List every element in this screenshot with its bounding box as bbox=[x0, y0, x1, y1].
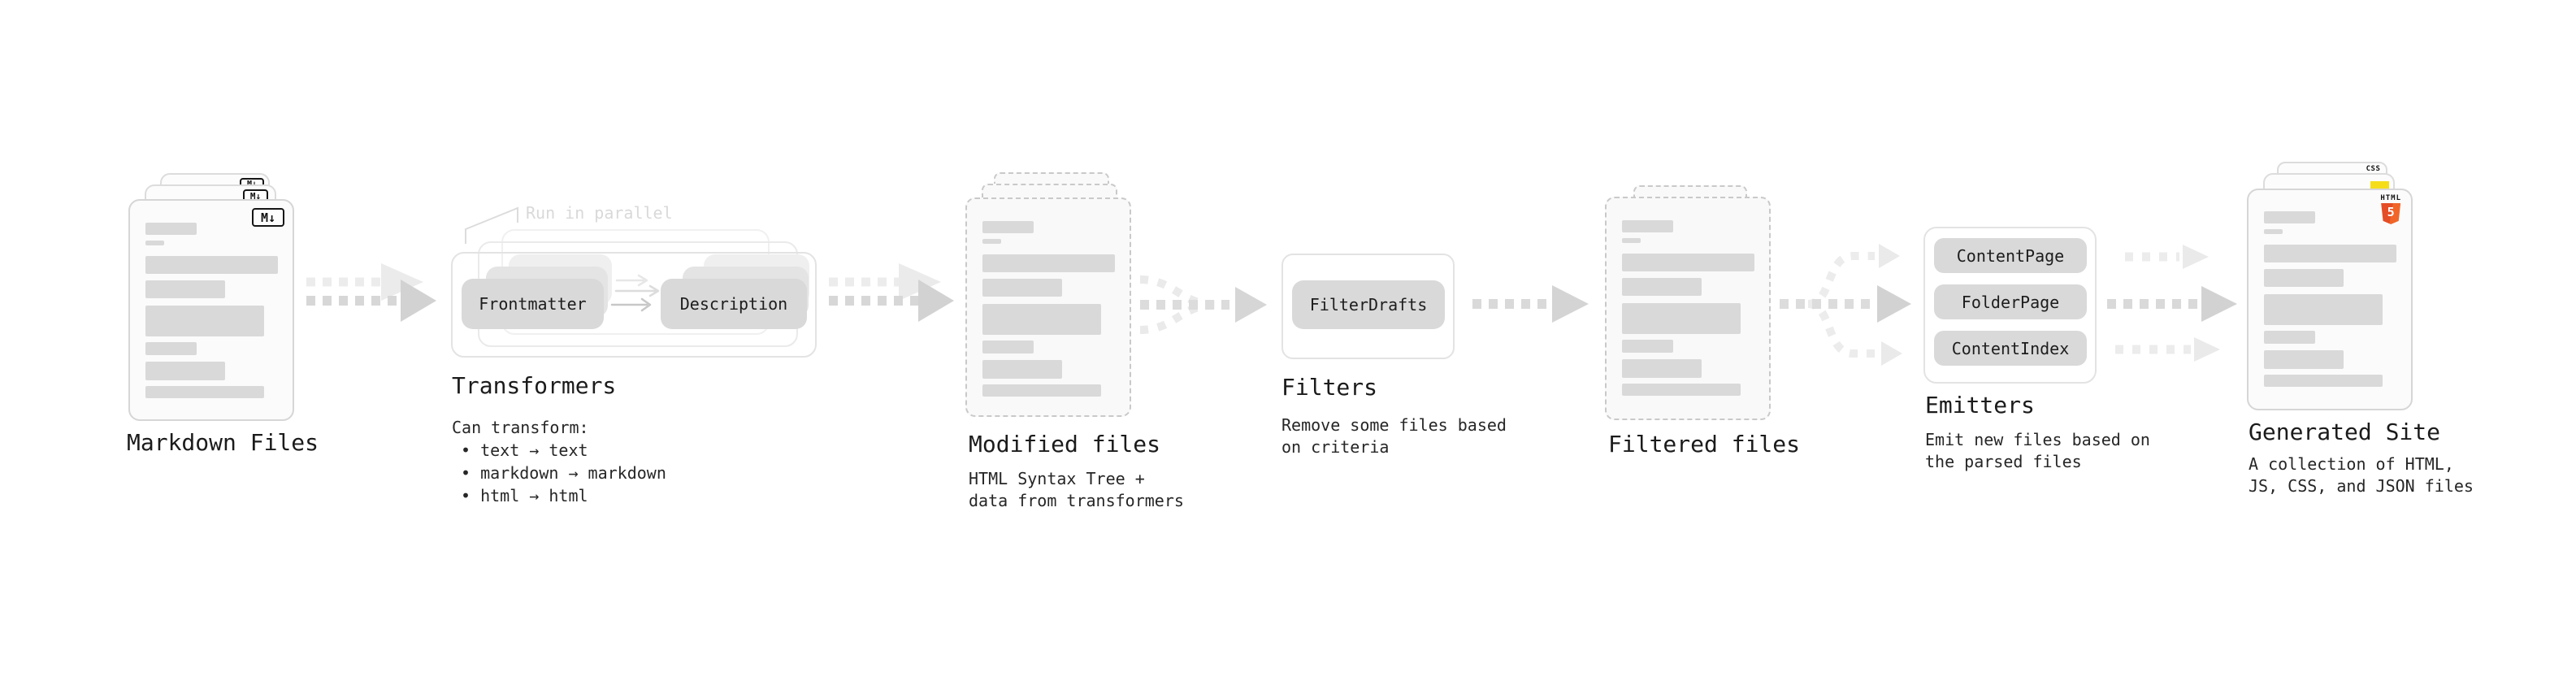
doc-line bbox=[2264, 229, 2283, 234]
doc-line bbox=[1622, 220, 1673, 232]
doc-line bbox=[982, 254, 1115, 272]
doc-line bbox=[1622, 238, 1641, 243]
transformers-description: Can transform: • text → text • markdown … bbox=[452, 418, 666, 505]
emitters-description: Emit new files based on the parsed files bbox=[1925, 430, 2150, 471]
modified-files-label: Modified files bbox=[969, 431, 1161, 458]
doc-line bbox=[982, 360, 1062, 379]
filterdrafts-pill: FilterDrafts bbox=[1292, 280, 1445, 329]
doc-line bbox=[982, 384, 1101, 397]
frontmatter-pill: Frontmatter bbox=[462, 279, 604, 329]
doc-content-skeleton bbox=[130, 201, 293, 419]
doc-content-skeleton bbox=[967, 199, 1130, 415]
doc-line bbox=[982, 221, 1034, 233]
doc-line bbox=[145, 223, 197, 235]
flow-arrow-filtered-to-emitters bbox=[1780, 244, 1911, 366]
folderpage-pill: FolderPage bbox=[1934, 284, 2087, 319]
emitters-box bbox=[1923, 227, 2097, 384]
doc-line bbox=[2264, 269, 2344, 287]
doc-line bbox=[1622, 359, 1702, 378]
doc-line bbox=[145, 342, 197, 355]
doc-line bbox=[1622, 278, 1702, 296]
doc-line bbox=[1622, 254, 1754, 271]
flow-arrow-transformers-to-modified bbox=[829, 263, 954, 322]
flow-arrow-markdown-to-transformers bbox=[306, 263, 436, 322]
doc-line bbox=[2264, 245, 2396, 262]
doc-line bbox=[145, 241, 164, 245]
markdown-icon: M↓ bbox=[252, 208, 284, 227]
transformers-label: Transformers bbox=[452, 372, 617, 399]
doc-line bbox=[145, 362, 225, 380]
generated-site-description: A collection of HTML, JS, CSS, and JSON … bbox=[2249, 454, 2474, 496]
js-file-icon bbox=[2370, 181, 2389, 190]
emitters-label: Emitters bbox=[1925, 392, 2035, 419]
filtered-files-label: Filtered files bbox=[1608, 431, 1801, 458]
markdown-file-card: M↓ bbox=[128, 199, 294, 421]
contentindex-pill: ContentIndex bbox=[1934, 331, 2087, 366]
contentpage-pill: ContentPage bbox=[1934, 238, 2087, 273]
doc-content-skeleton bbox=[2249, 190, 2411, 409]
filters-label: Filters bbox=[1281, 374, 1378, 401]
doc-line bbox=[982, 340, 1034, 354]
generated-site-label: Generated Site bbox=[2249, 419, 2441, 445]
note-callout-line bbox=[465, 206, 518, 244]
doc-line bbox=[982, 304, 1101, 335]
html5-icon: HTML 5 bbox=[2380, 194, 2401, 224]
doc-line bbox=[145, 306, 264, 336]
flow-arrow-emitters-to-site bbox=[2107, 245, 2237, 362]
doc-line bbox=[982, 239, 1001, 244]
markdown-files-label: Markdown Files bbox=[127, 429, 319, 456]
filtered-file-card bbox=[1605, 197, 1771, 420]
filters-description: Remove some files based on criteria bbox=[1281, 415, 1507, 457]
doc-line bbox=[982, 279, 1062, 297]
doc-line bbox=[1622, 303, 1741, 334]
doc-line bbox=[1622, 340, 1673, 353]
doc-line bbox=[2264, 294, 2383, 325]
doc-line bbox=[2264, 211, 2315, 223]
flow-arrow-modified-to-filters bbox=[1139, 275, 1267, 334]
transform-step-arrows bbox=[610, 274, 660, 312]
doc-line bbox=[2264, 375, 2383, 387]
doc-line bbox=[1622, 384, 1741, 396]
doc-line bbox=[145, 280, 225, 298]
modified-files-description: HTML Syntax Tree + data from transformer… bbox=[969, 469, 1184, 510]
run-in-parallel-note: Run in parallel bbox=[526, 203, 673, 223]
doc-line bbox=[2264, 350, 2344, 369]
doc-line bbox=[145, 256, 278, 274]
modified-file-card bbox=[965, 197, 1131, 417]
generated-site-card: HTML 5 bbox=[2247, 189, 2413, 410]
doc-line bbox=[145, 386, 264, 398]
doc-line bbox=[2264, 331, 2315, 344]
doc-content-skeleton bbox=[1607, 198, 1769, 419]
flow-arrow-filters-to-filtered bbox=[1472, 285, 1589, 323]
description-pill: Description bbox=[661, 279, 807, 329]
transformer-layer-box bbox=[451, 252, 817, 358]
